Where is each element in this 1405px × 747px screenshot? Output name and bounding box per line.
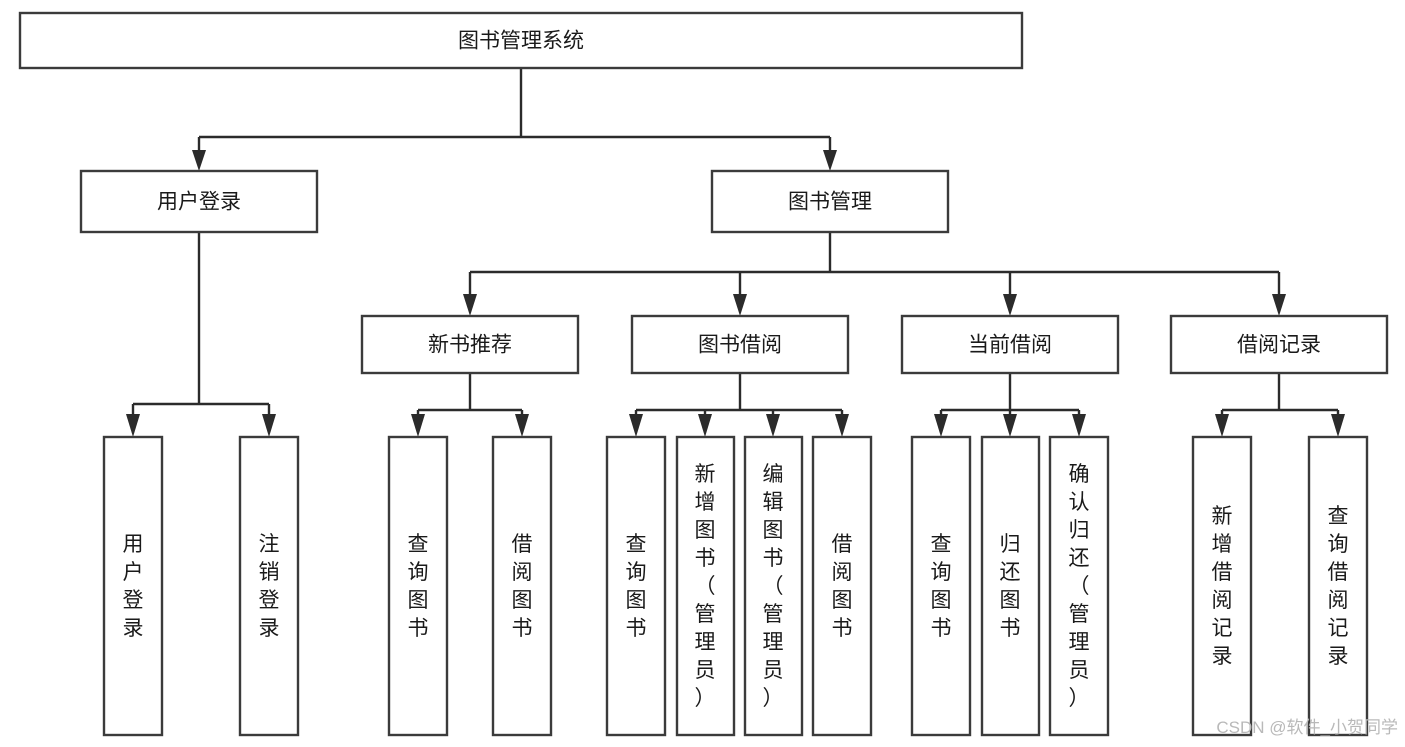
node-leaf-query-book-3[interactable]: 查询图书 bbox=[910, 435, 972, 737]
arrow-head-user-login bbox=[192, 150, 206, 171]
arrow-head-new-book-recommend bbox=[463, 294, 477, 316]
node-book-borrow-box[interactable] bbox=[630, 314, 850, 375]
watermark-label: CSDN @软件_小贺同学 bbox=[1216, 718, 1398, 737]
node-leaf-query-record[interactable]: 查询借阅记录 bbox=[1307, 435, 1369, 737]
node-leaf-return-book-box[interactable] bbox=[980, 435, 1041, 737]
node-leaf-query-book-1-label: 查询图书 bbox=[408, 533, 429, 640]
node-current-borrow-label: 当前借阅 bbox=[968, 334, 1052, 357]
node-leaf-borrow-book-1-label: 借阅图书 bbox=[512, 533, 533, 640]
arrow-head-current-borrow bbox=[1003, 294, 1017, 316]
node-borrow-record-label: 借阅记录 bbox=[1237, 334, 1321, 357]
connector-group-book-borrow bbox=[629, 373, 849, 437]
node-leaf-add-book-label: 新增图书（管理员） bbox=[695, 463, 716, 710]
arrow-head-leaf-add-book bbox=[698, 414, 712, 437]
connector-group-current-borrow bbox=[934, 373, 1086, 437]
node-leaf-user-logout-box[interactable] bbox=[238, 435, 300, 737]
node-leaf-borrow-book-1-box[interactable] bbox=[491, 435, 553, 737]
node-root-box[interactable] bbox=[18, 11, 1024, 70]
node-leaf-return-book[interactable]: 归还图书 bbox=[980, 435, 1041, 737]
node-book-management-box[interactable] bbox=[710, 169, 950, 234]
arrow-head-leaf-query-book-1 bbox=[411, 414, 425, 437]
node-leaf-borrow-book-2-label: 借阅图书 bbox=[832, 533, 853, 640]
node-new-book-recommend[interactable]: 新书推荐 bbox=[360, 314, 580, 375]
node-leaf-query-book-2-label: 查询图书 bbox=[626, 533, 647, 640]
arrow-head-leaf-query-book-3 bbox=[934, 414, 948, 437]
node-leaf-query-record-label: 查询借阅记录 bbox=[1328, 505, 1349, 668]
node-leaf-query-book-2[interactable]: 查询图书 bbox=[605, 435, 667, 737]
connector-group-borrow-record bbox=[1215, 373, 1345, 437]
node-current-borrow[interactable]: 当前借阅 bbox=[900, 314, 1120, 375]
node-leaf-query-book-1-box[interactable] bbox=[387, 435, 449, 737]
arrow-head-leaf-query-book-2 bbox=[629, 414, 643, 437]
node-leaf-user-login-box[interactable] bbox=[102, 435, 164, 737]
arrow-head-leaf-edit-book bbox=[766, 414, 780, 437]
node-leaf-borrow-book-2[interactable]: 借阅图书 bbox=[811, 435, 873, 737]
node-book-management[interactable]: 图书管理 bbox=[710, 169, 950, 234]
node-leaf-query-book-2-box[interactable] bbox=[605, 435, 667, 737]
node-leaf-user-login[interactable]: 用户登录 bbox=[102, 435, 164, 737]
node-book-management-label: 图书管理 bbox=[788, 191, 872, 214]
node-new-book-recommend-box[interactable] bbox=[360, 314, 580, 375]
node-borrow-record-box[interactable] bbox=[1169, 314, 1389, 375]
arrow-head-leaf-user-login bbox=[126, 414, 140, 437]
arrow-head-leaf-user-logout bbox=[262, 414, 276, 437]
node-leaf-add-record[interactable]: 新增借阅记录 bbox=[1191, 435, 1253, 737]
connector-group-root bbox=[192, 68, 837, 171]
connector-group-user-login bbox=[126, 232, 276, 437]
node-leaf-user-logout[interactable]: 注销登录 bbox=[238, 435, 300, 737]
arrow-head-leaf-borrow-book-1 bbox=[515, 414, 529, 437]
node-leaf-borrow-book-2-box[interactable] bbox=[811, 435, 873, 737]
node-leaf-query-record-box[interactable] bbox=[1307, 435, 1369, 737]
node-leaf-return-book-label: 归还图书 bbox=[1000, 533, 1021, 640]
arrow-head-leaf-confirm-return bbox=[1072, 414, 1086, 437]
node-leaf-confirm-return-label: 确认归还（管理员） bbox=[1069, 463, 1090, 710]
connector-group-new-book-recommend bbox=[411, 373, 529, 437]
node-user-login-label: 用户登录 bbox=[157, 191, 241, 214]
node-book-borrow-label: 图书借阅 bbox=[698, 334, 782, 357]
node-user-login-box[interactable] bbox=[79, 169, 319, 234]
node-leaf-edit-book[interactable]: 编辑图书（管理员） bbox=[743, 435, 804, 737]
node-root-label: 图书管理系统 bbox=[458, 30, 584, 53]
node-leaf-add-record-label: 新增借阅记录 bbox=[1212, 505, 1233, 668]
node-current-borrow-box[interactable] bbox=[900, 314, 1120, 375]
connector-group-book-management bbox=[463, 232, 1286, 316]
node-root[interactable]: 图书管理系统 bbox=[18, 11, 1024, 70]
node-leaf-add-book[interactable]: 新增图书（管理员） bbox=[675, 435, 736, 737]
arrow-head-leaf-query-record bbox=[1331, 414, 1345, 437]
arrow-head-leaf-add-record bbox=[1215, 414, 1229, 437]
node-leaf-query-book-3-label: 查询图书 bbox=[931, 533, 952, 640]
node-leaf-confirm-return[interactable]: 确认归还（管理员） bbox=[1048, 435, 1110, 737]
arrow-head-leaf-return-book bbox=[1003, 414, 1017, 437]
node-leaf-edit-book-box[interactable] bbox=[743, 435, 804, 737]
arrow-head-borrow-record bbox=[1272, 294, 1286, 316]
node-leaf-query-book-3-box[interactable] bbox=[910, 435, 972, 737]
node-leaf-confirm-return-box[interactable] bbox=[1048, 435, 1110, 737]
node-leaf-add-book-box[interactable] bbox=[675, 435, 736, 737]
node-leaf-add-record-box[interactable] bbox=[1191, 435, 1253, 737]
node-leaf-borrow-book-1[interactable]: 借阅图书 bbox=[491, 435, 553, 737]
node-book-borrow[interactable]: 图书借阅 bbox=[630, 314, 850, 375]
node-leaf-user-logout-label: 注销登录 bbox=[259, 533, 280, 640]
arrow-head-leaf-borrow-book-2 bbox=[835, 414, 849, 437]
node-leaf-query-book-1[interactable]: 查询图书 bbox=[387, 435, 449, 737]
node-leaf-user-login-label: 用户登录 bbox=[123, 533, 144, 640]
node-leaf-edit-book-label: 编辑图书（管理员） bbox=[763, 463, 784, 710]
node-user-login[interactable]: 用户登录 bbox=[79, 169, 319, 234]
node-new-book-recommend-label: 新书推荐 bbox=[428, 334, 512, 357]
arrow-head-book-management bbox=[823, 150, 837, 171]
arrow-head-book-borrow bbox=[733, 294, 747, 316]
node-borrow-record[interactable]: 借阅记录 bbox=[1169, 314, 1389, 375]
